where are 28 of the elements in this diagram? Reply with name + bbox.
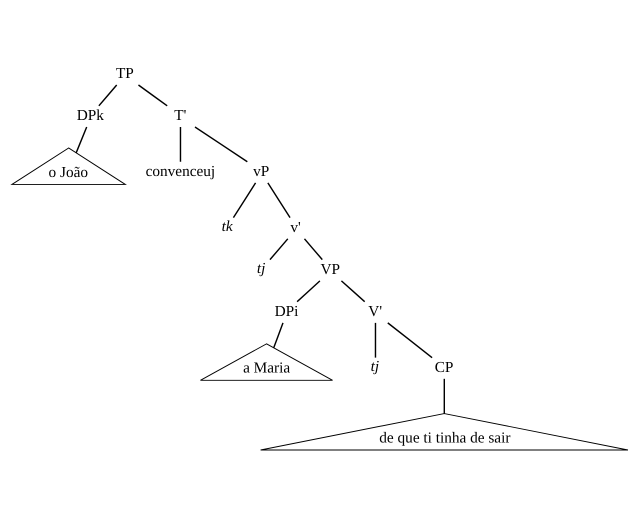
node-text: T' — [174, 106, 186, 124]
connector — [269, 238, 288, 260]
node-text: v' — [290, 218, 301, 236]
connector — [374, 322, 376, 358]
connector — [444, 378, 446, 413]
connector — [304, 238, 323, 260]
connector — [296, 280, 320, 302]
connector — [267, 182, 291, 218]
node-text: convenceuj — [146, 162, 216, 180]
connector — [180, 126, 182, 162]
connector — [194, 126, 248, 162]
connector — [98, 84, 118, 106]
connector — [138, 84, 168, 106]
node-text: vP — [253, 162, 270, 180]
connector — [340, 280, 366, 302]
connector — [273, 322, 284, 348]
node-text: DPk — [76, 106, 104, 124]
node-text: tj — [256, 259, 266, 276]
node-text: tj — [370, 357, 380, 374]
node-text: tk — [222, 217, 233, 234]
connector — [232, 182, 256, 218]
connector — [387, 322, 433, 358]
connector — [76, 126, 88, 153]
node-text: V' — [368, 302, 382, 320]
node-text: VP — [320, 260, 340, 278]
node-text: DPi — [274, 302, 298, 320]
node-text: CP — [434, 358, 454, 376]
node-text: TP — [116, 64, 134, 82]
